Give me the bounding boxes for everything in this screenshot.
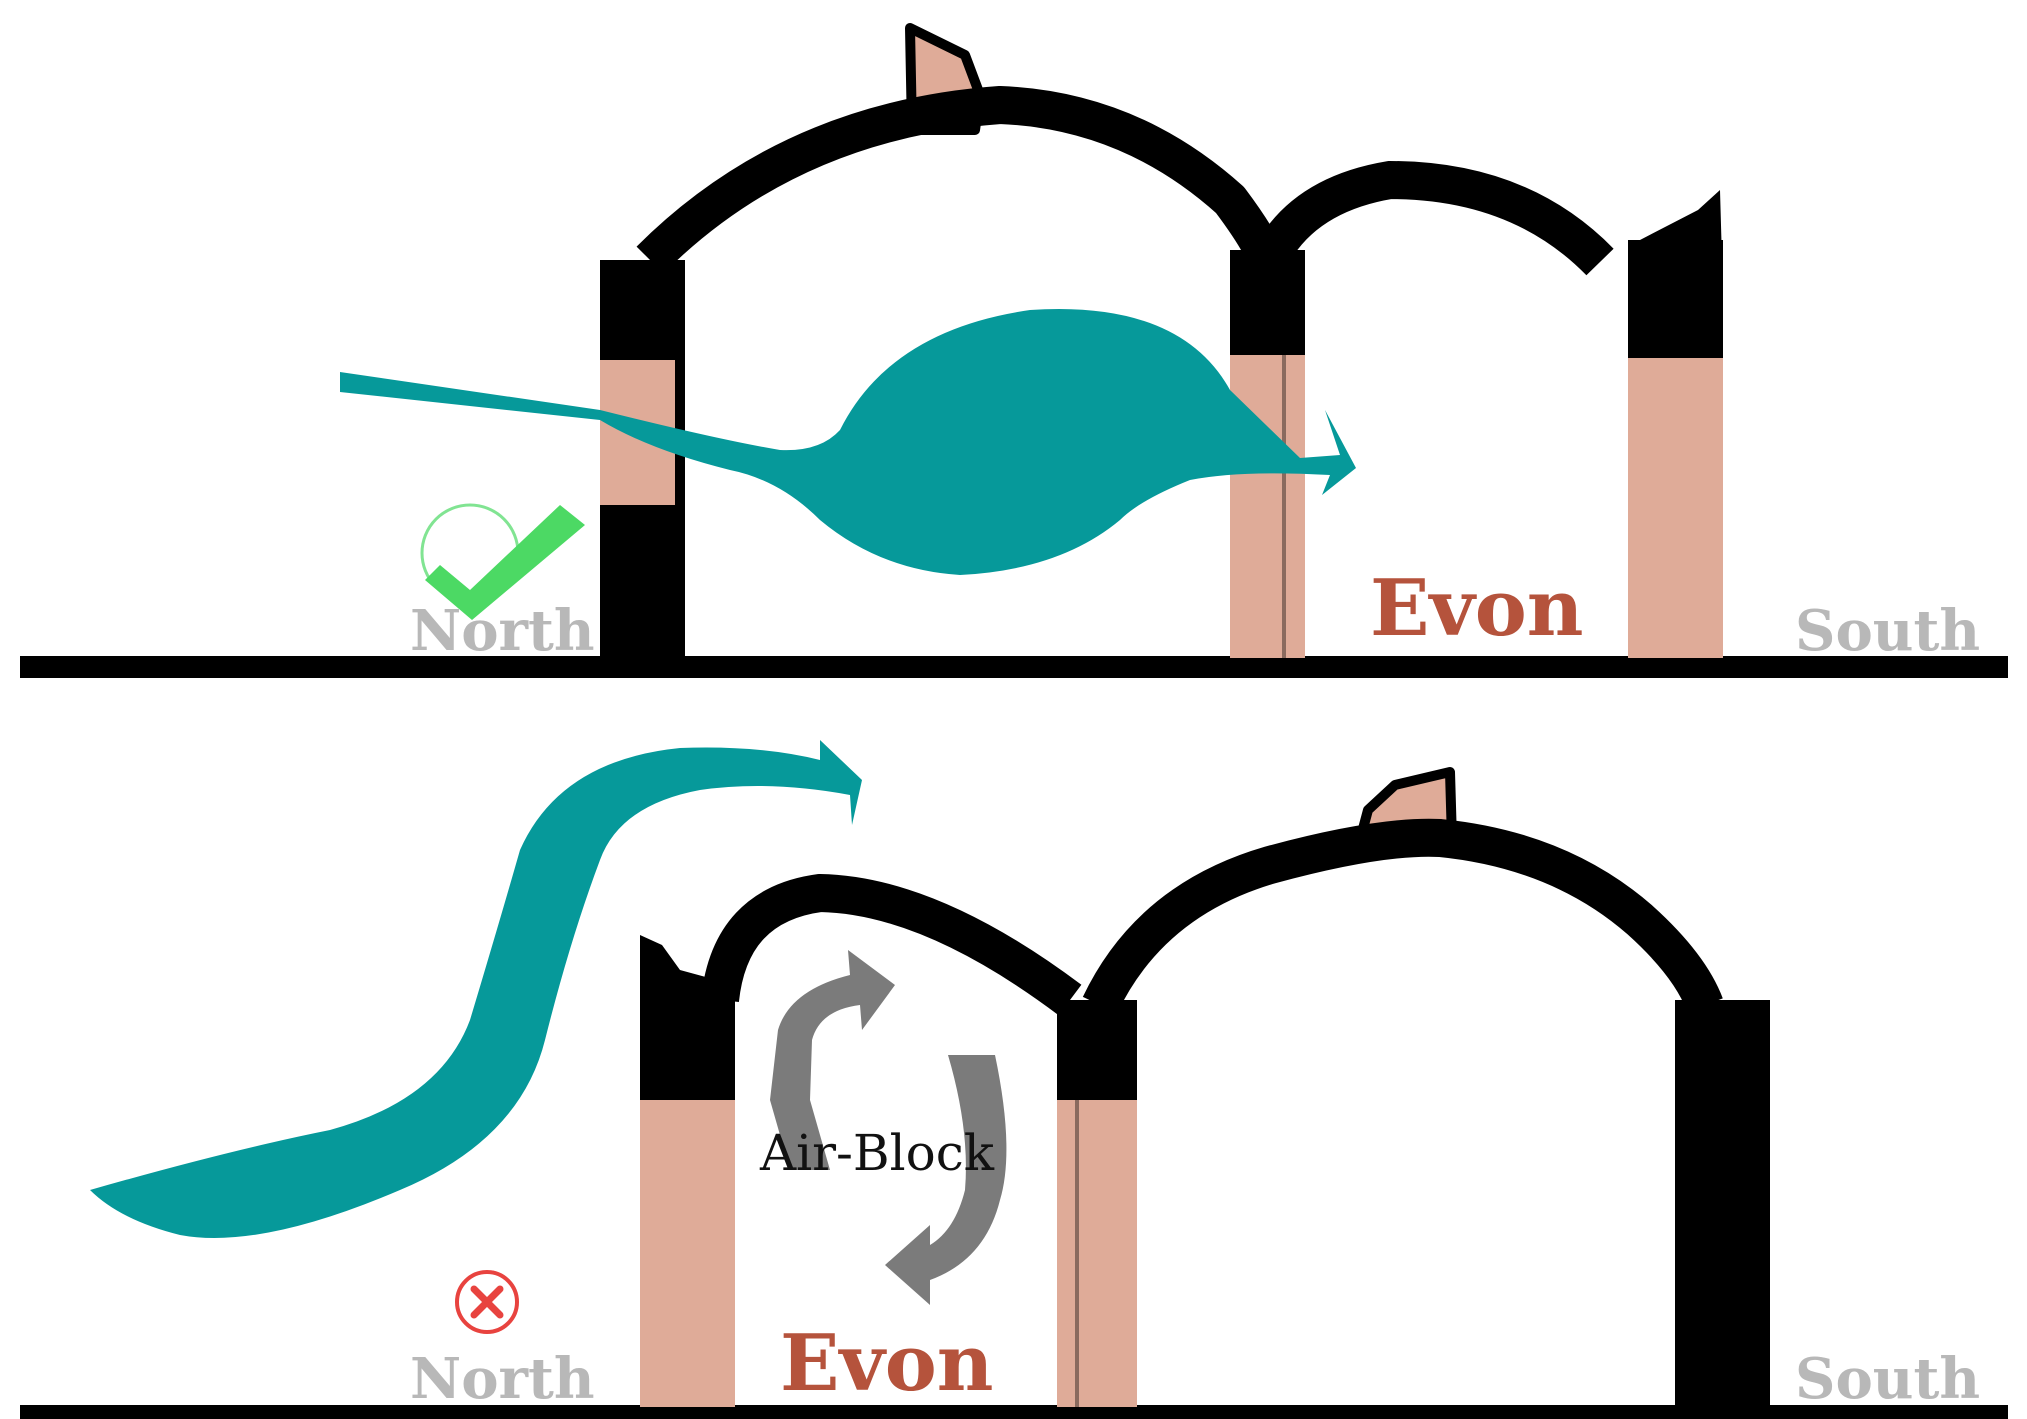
cross-icon xyxy=(455,1270,519,1334)
check-icon xyxy=(420,503,585,620)
top-main-dome xyxy=(636,86,1286,274)
bottom-scene: Air-Block North Evon South xyxy=(20,740,2008,1419)
bottom-middle-pier-opening xyxy=(1057,1100,1137,1407)
bottom-south-wall-top xyxy=(1705,1005,1770,1017)
bottom-evon-label: Evon xyxy=(780,1318,994,1409)
bottom-south-wall xyxy=(1675,1000,1770,1407)
bottom-north-label: North xyxy=(410,1346,595,1412)
bottom-middle-pier-line xyxy=(1075,1100,1079,1407)
bottom-evon-dome xyxy=(701,873,1082,1016)
top-airflow-stream xyxy=(340,309,1356,575)
circulation-arrow-lower xyxy=(885,1055,1007,1305)
top-scene: North Evon South xyxy=(20,23,2008,678)
top-middle-pier-line xyxy=(1282,355,1286,658)
top-south-label: South xyxy=(1795,598,1980,664)
circulation-arrow-upper xyxy=(770,950,895,1170)
top-middle-pier-opening xyxy=(1230,355,1305,658)
top-ground-line xyxy=(20,656,2008,678)
top-evon-label: Evon xyxy=(1370,563,1584,654)
top-south-pier-head xyxy=(1628,240,1723,358)
bottom-main-dome xyxy=(1082,818,1723,1014)
top-north-label: North xyxy=(410,598,595,664)
bottom-middle-pier-head xyxy=(1057,1000,1137,1100)
top-evon-dome xyxy=(1250,160,1614,276)
top-middle-pier-head xyxy=(1230,250,1305,355)
bottom-ground-line xyxy=(20,1405,2008,1419)
bottom-north-pier-head xyxy=(640,935,735,1100)
bottom-south-label: South xyxy=(1795,1346,1980,1412)
bottom-airblock-label: Air-Block xyxy=(759,1124,995,1182)
bottom-north-pier-opening xyxy=(640,1100,735,1407)
top-south-pier-opening xyxy=(1628,358,1723,658)
bottom-airflow-stream xyxy=(90,740,862,1238)
